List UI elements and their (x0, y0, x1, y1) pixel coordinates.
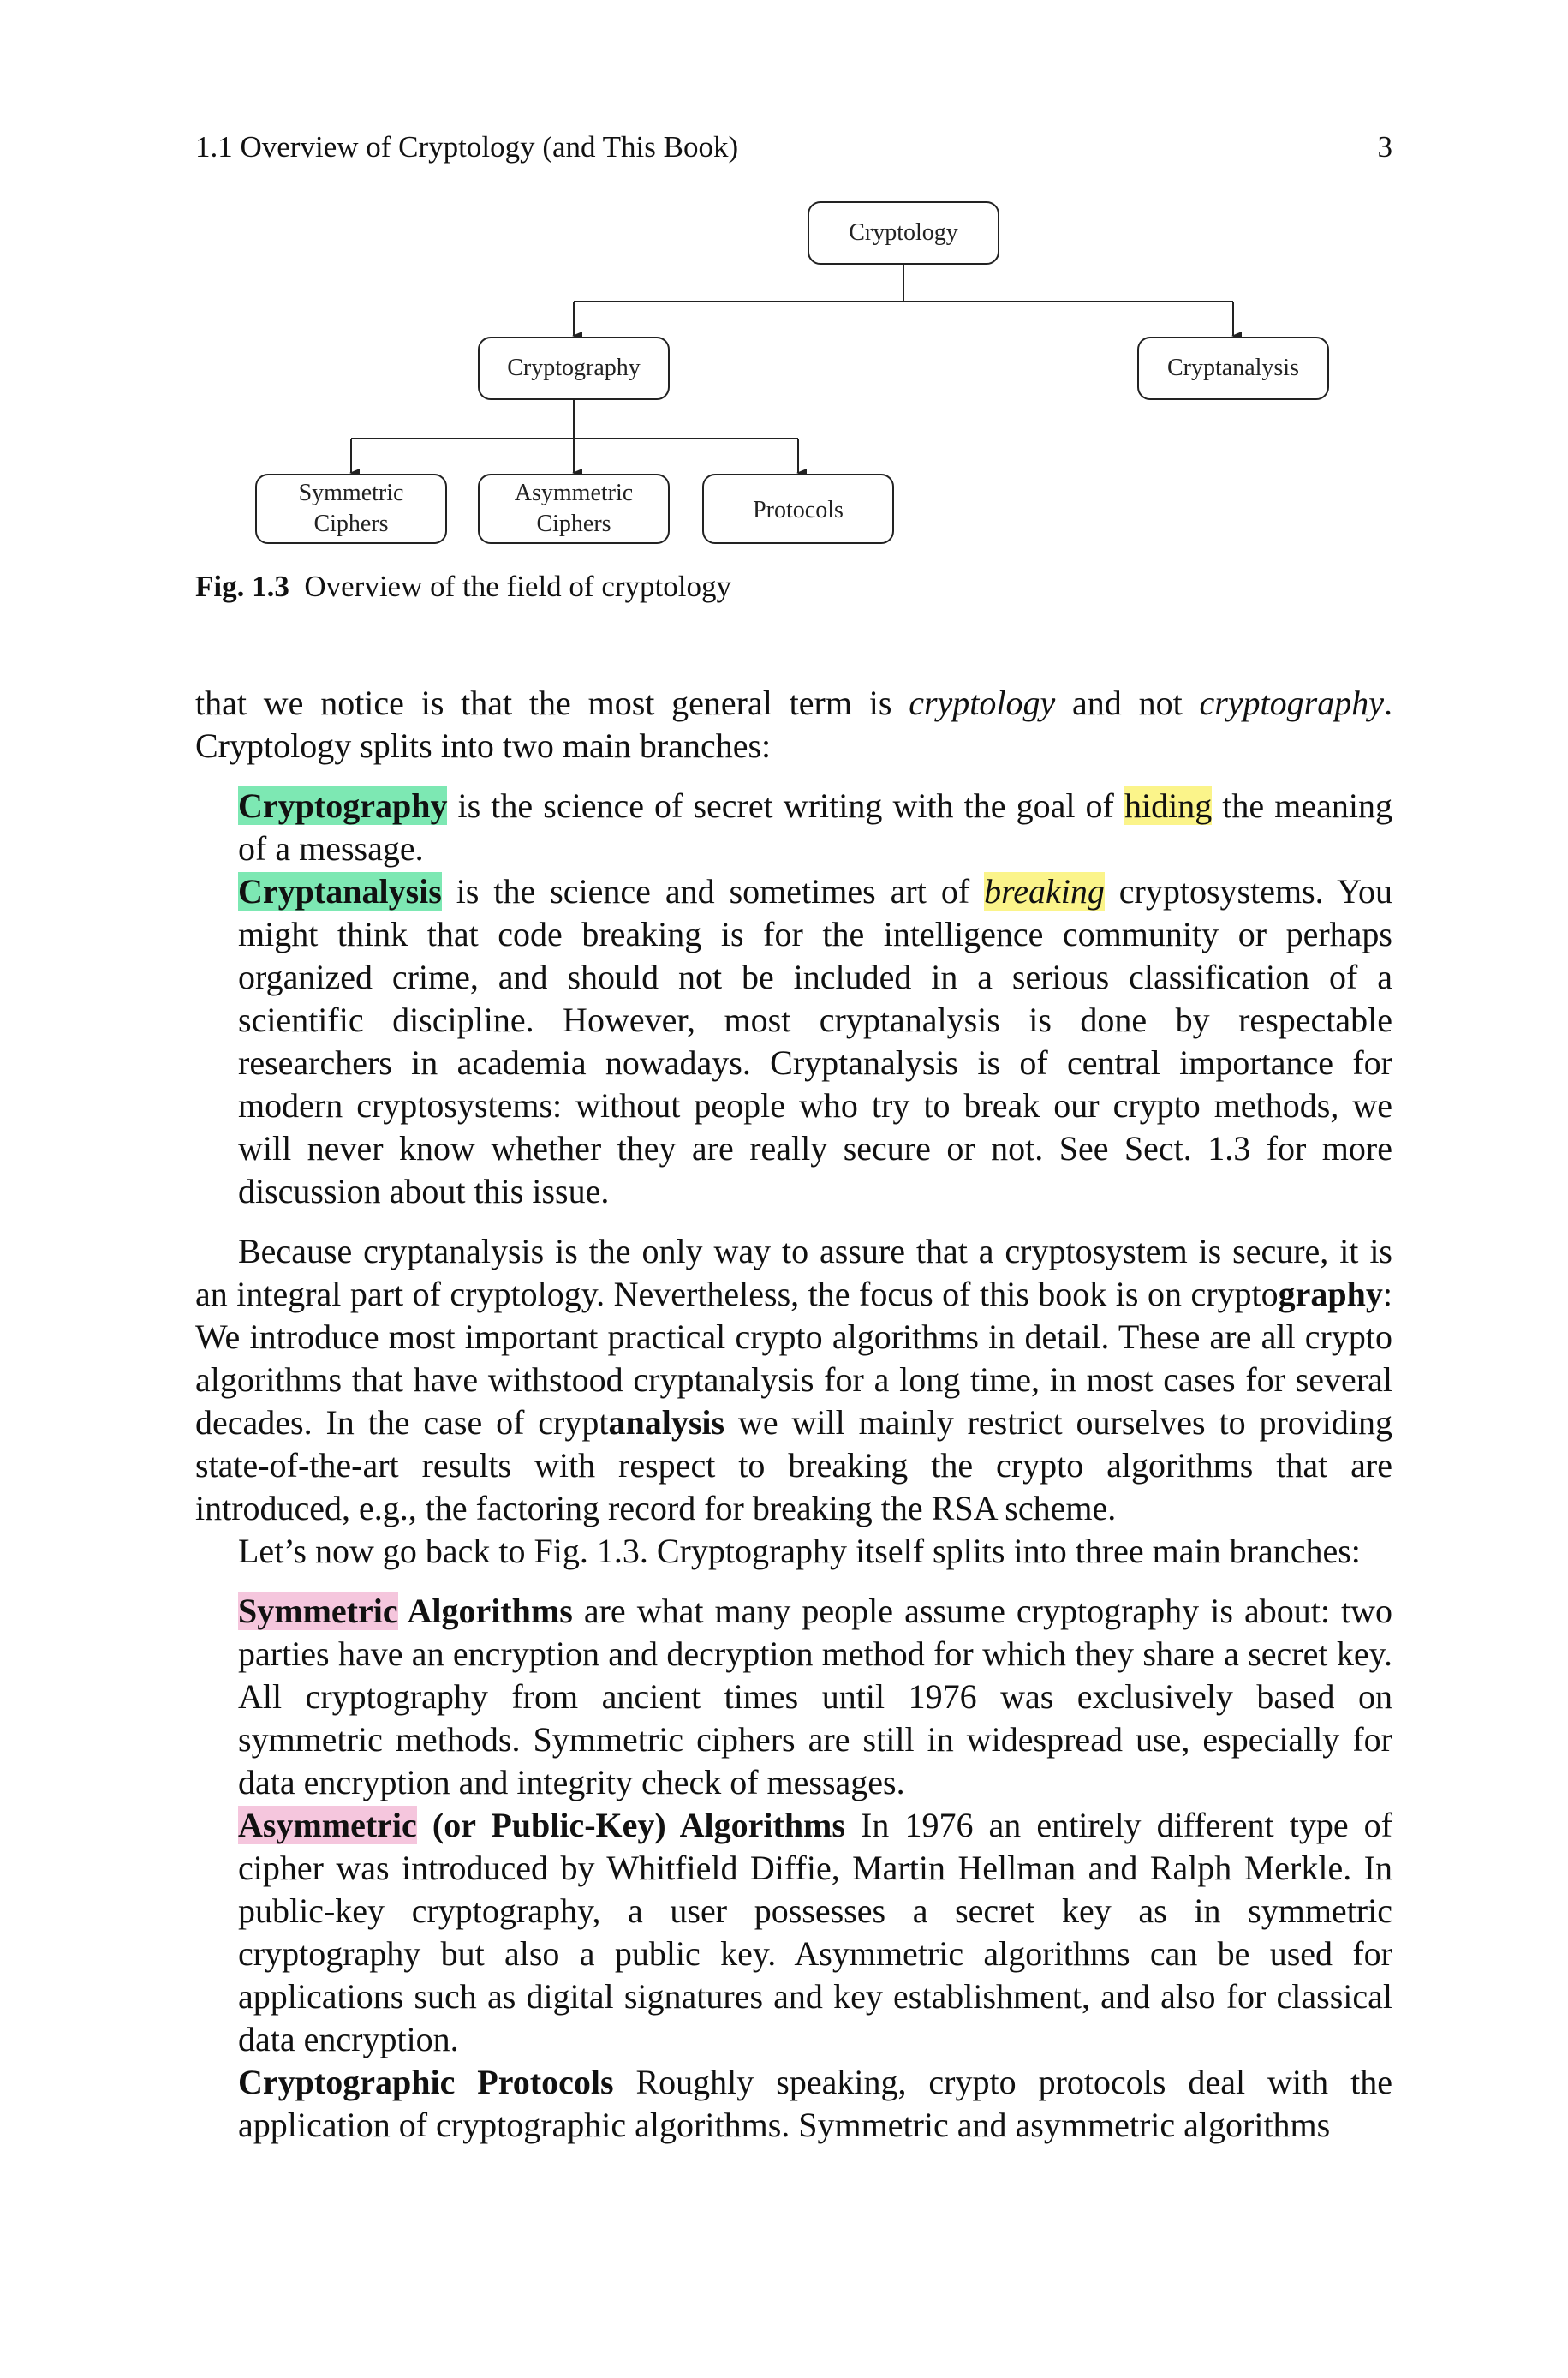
highlight-hiding: hiding (1124, 786, 1213, 825)
paragraph-branches: Let’s now go back to Fig. 1.3. Cryptogra… (238, 1532, 1361, 1570)
highlight-breaking: breaking (984, 872, 1105, 911)
svg-text:Protocols: Protocols (753, 497, 844, 523)
svg-text:Asymmetric: Asymmetric (515, 480, 633, 506)
section-title: 1.1 Overview of Cryptology (and This Boo… (195, 130, 739, 164)
svg-text:Ciphers: Ciphers (313, 511, 388, 537)
page-number: 3 (1377, 130, 1393, 164)
highlight-cryptanalysis: Cryptanalysis (238, 872, 442, 911)
node-cryptology: Cryptology (808, 201, 999, 265)
svg-text:Cryptology: Cryptology (849, 219, 958, 246)
svg-text:Symmetric: Symmetric (299, 480, 404, 506)
highlight-symmetric: Symmetric (238, 1592, 398, 1630)
highlight-asymmetric: Asymmetric (238, 1806, 417, 1844)
node-protocols: Protocols (702, 474, 894, 544)
definition-symmetric: Symmetric Algorithms are what many peopl… (238, 1592, 1392, 1801)
svg-text:Cryptography: Cryptography (507, 355, 641, 381)
definition-protocols: Cryptographic Protocols Roughly speaking… (238, 2063, 1392, 2144)
body-text: that we notice is that the most general … (195, 682, 1392, 2164)
branches-list: Cryptography is the science of secret wr… (238, 785, 1392, 1213)
definition-cryptography: Cryptography is the science of secret wr… (238, 786, 1392, 868)
paragraph-focus: Because cryptanalysis is the only way to… (195, 1232, 1393, 1527)
figure-caption-text: Overview of the field of cryptology (304, 570, 731, 603)
node-cryptanalysis: Cryptanalysis (1137, 337, 1329, 400)
node-asymmetric-ciphers: Asymmetric Ciphers (478, 474, 670, 544)
node-symmetric-ciphers: Symmetric Ciphers (255, 474, 447, 544)
running-head: 1.1 Overview of Cryptology (and This Boo… (195, 130, 1392, 164)
figure-caption-label: Fig. 1.3 (195, 570, 289, 603)
cryptology-tree-figure: Cryptology Cryptography Cryptanalysis Sy… (255, 201, 1329, 544)
paragraph-intro: that we notice is that the most general … (195, 684, 1392, 765)
definition-asymmetric: Asymmetric (or Public-Key) Algorithms In… (238, 1806, 1392, 2058)
svg-text:Cryptanalysis: Cryptanalysis (1167, 355, 1299, 381)
figure-caption: Fig. 1.3 Overview of the field of crypto… (195, 570, 731, 604)
highlight-cryptography: Cryptography (238, 786, 448, 825)
cryptography-branches-list: Symmetric Algorithms are what many peopl… (238, 1590, 1392, 2147)
definition-cryptanalysis: Cryptanalysis is the science and sometim… (238, 872, 1392, 1210)
node-cryptography: Cryptography (478, 337, 670, 400)
svg-text:Ciphers: Ciphers (536, 511, 611, 537)
